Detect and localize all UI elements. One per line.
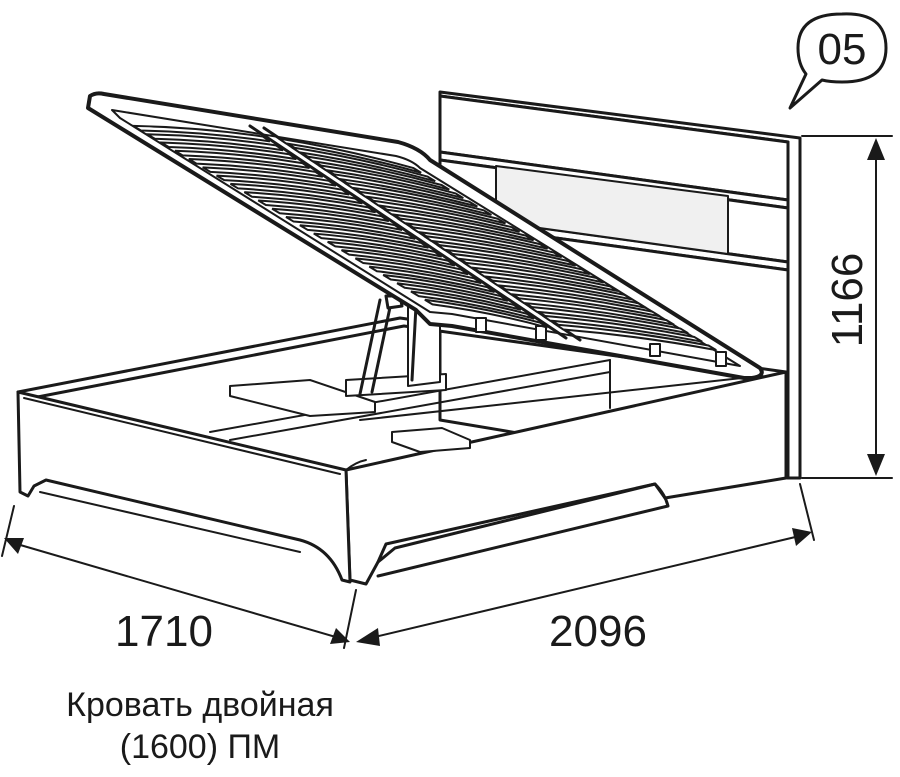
- slat: [397, 217, 549, 250]
- slatted-base: [86, 91, 764, 380]
- slat: [341, 249, 469, 276]
- slat: [370, 199, 521, 233]
- slat: [299, 224, 430, 249]
- model-number-badge: 05: [788, 12, 888, 110]
- slat: [502, 288, 661, 318]
- slat: [174, 149, 311, 169]
- caption: Кровать двойная (1600) ПМ: [66, 686, 334, 766]
- slat: [216, 174, 350, 196]
- slat: [143, 133, 284, 152]
- bed-frame: [16, 316, 788, 586]
- slat: [382, 273, 509, 302]
- slat: [313, 232, 443, 258]
- slat: [317, 164, 464, 200]
- slat: [285, 216, 416, 240]
- slat: [542, 314, 703, 343]
- slat: [330, 172, 478, 208]
- slat: [423, 235, 577, 267]
- slat: [489, 279, 647, 309]
- slat: [368, 265, 496, 294]
- width-value: 1710: [115, 607, 213, 656]
- model-number: 05: [818, 25, 867, 74]
- slat: [410, 226, 563, 259]
- slat: [424, 298, 548, 329]
- slat: [257, 199, 390, 223]
- slat: [396, 282, 522, 311]
- slat: [291, 146, 436, 183]
- slat: [410, 290, 535, 320]
- slat: [157, 141, 297, 161]
- caption-line-2: (1600) ПМ: [120, 728, 281, 766]
- slat: [243, 191, 377, 214]
- slat: [354, 257, 482, 285]
- slat: [202, 166, 337, 187]
- width-dimension: 1710: [1, 505, 357, 656]
- slat: [552, 323, 717, 352]
- slat: [476, 270, 633, 301]
- slat: [449, 252, 605, 284]
- slat: [278, 137, 422, 174]
- caption-line-1: Кровать двойная: [66, 686, 334, 724]
- slat: [129, 124, 271, 143]
- slat: [229, 182, 363, 205]
- height-value: 1166: [823, 253, 872, 348]
- slat: [344, 181, 492, 216]
- slat: [304, 155, 450, 191]
- slat: [436, 243, 591, 276]
- length-value: 2096: [549, 607, 647, 656]
- slat: [383, 208, 535, 242]
- height-dimension: 1166: [801, 135, 893, 479]
- length-dimension: 2096: [356, 483, 815, 656]
- slat: [271, 207, 403, 231]
- slat: [327, 240, 456, 267]
- slat: [463, 261, 619, 292]
- slat: [188, 158, 324, 178]
- slat: [357, 190, 506, 225]
- slat: [529, 305, 689, 335]
- slat: [515, 297, 675, 326]
